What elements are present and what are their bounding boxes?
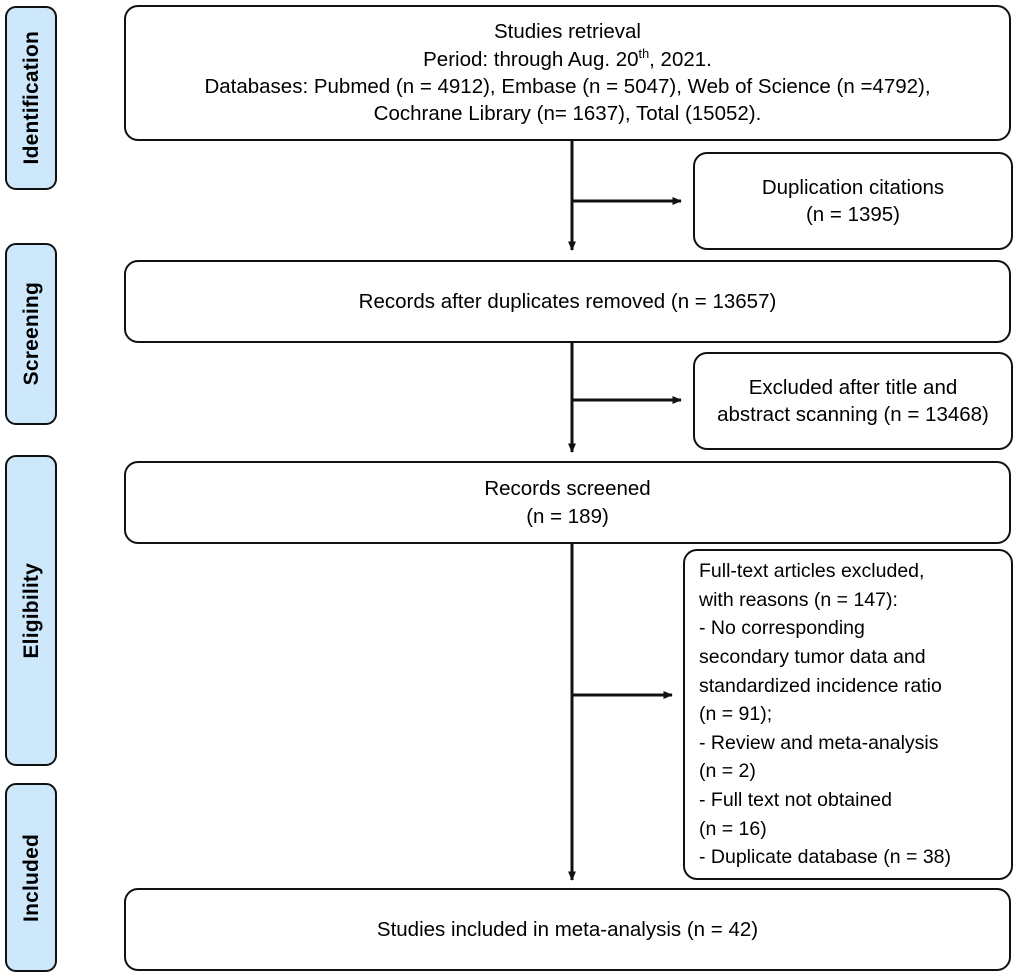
stage-identification: Identification <box>5 6 57 190</box>
stage-label-included: Included <box>19 833 43 922</box>
node-records-screened: Records screened (n = 189) <box>124 461 1011 544</box>
excluded-title-abstract-text: Excluded after title and abstract scanni… <box>717 375 989 426</box>
node-studies-included: Studies included in meta-analysis (n = 4… <box>124 888 1011 971</box>
retrieval-line-4: Cochrane Library (n= 1637), Total (15052… <box>373 102 762 126</box>
retrieval-line-2: Period: through Aug. 20th, 2021. <box>423 45 712 71</box>
node-records-after-duplicates: Records after duplicates removed (n = 13… <box>124 260 1011 343</box>
stage-label-eligibility: Eligibility <box>19 562 43 659</box>
stage-eligibility: Eligibility <box>5 455 57 766</box>
stage-screening: Screening <box>5 243 57 425</box>
retrieval-line-2-suffix: , 2021. <box>649 47 712 71</box>
retrieval-line-2-prefix: Period: through Aug. 20 <box>423 47 639 71</box>
node-studies-retrieval: Studies retrieval Period: through Aug. 2… <box>124 5 1011 141</box>
node-fulltext-excluded: Full-text articles excluded, with reason… <box>683 549 1013 880</box>
stage-included: Included <box>5 783 57 972</box>
records-after-duplicates-text: Records after duplicates removed (n = 13… <box>358 289 777 313</box>
fulltext-excluded-text: Full-text articles excluded, with reason… <box>699 559 952 869</box>
retrieval-ordinal-suffix: th <box>638 45 650 61</box>
node-excluded-title-abstract: Excluded after title and abstract scanni… <box>693 352 1013 450</box>
records-screened-text: Records screened (n = 189) <box>484 477 651 528</box>
stage-label-identification: Identification <box>19 31 43 165</box>
node-duplication-citations: Duplication citations (n = 1395) <box>693 152 1013 250</box>
stage-label-screening: Screening <box>19 282 43 386</box>
retrieval-line-1: Studies retrieval <box>494 20 641 44</box>
retrieval-line-3: Databases: Pubmed (n = 4912), Embase (n … <box>204 75 931 98</box>
studies-included-text: Studies included in meta-analysis (n = 4… <box>376 917 759 941</box>
duplication-citations-text: Duplication citations (n = 1395) <box>761 175 945 226</box>
